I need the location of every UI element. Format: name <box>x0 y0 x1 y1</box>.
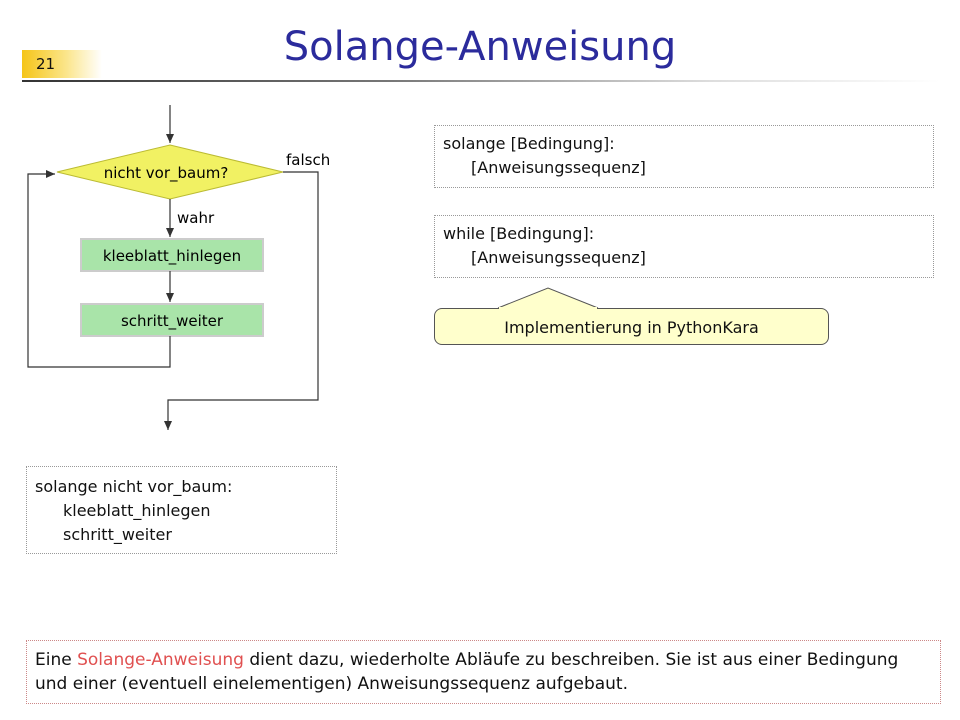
syntax-solange-box: solange [Bedingung]: [Anweisungssequenz] <box>434 125 934 188</box>
description-box: Eine Solange-Anweisung dient dazu, wiede… <box>26 640 941 704</box>
condition-label: nicht vor_baum? <box>104 164 229 183</box>
step2-label: schritt_weiter <box>121 312 224 331</box>
description-before: Eine <box>35 650 78 670</box>
step2-box <box>80 303 264 337</box>
false-label: falsch <box>286 151 330 169</box>
step1-box <box>80 238 264 272</box>
code-line-3: schritt_weiter <box>63 525 172 544</box>
description-highlight: Solange-Anweisung <box>77 650 244 670</box>
code-line-1: solange nicht vor_baum: <box>35 477 233 496</box>
syntax-while-line-2: [Anweisungssequenz] <box>471 248 646 267</box>
slide-number: 21 <box>22 50 102 78</box>
true-label: wahr <box>177 209 215 227</box>
pythonkara-callout: Implementierung in PythonKara <box>434 308 829 345</box>
false-exit-line <box>164 171 319 430</box>
header-rule <box>22 80 940 82</box>
syntax-solange-line-1: solange [Bedingung]: <box>443 134 615 153</box>
code-line-2: kleeblatt_hinlegen <box>63 501 211 520</box>
syntax-solange-line-2: [Anweisungssequenz] <box>471 158 646 177</box>
loop-back-line <box>27 170 171 368</box>
callout-pointer <box>497 287 599 309</box>
syntax-while-line-1: while [Bedingung]: <box>443 224 595 243</box>
syntax-while-box: while [Bedingung]: [Anweisungssequenz] <box>434 215 934 278</box>
step1-label: kleeblatt_hinlegen <box>103 247 241 266</box>
page-title: Solange-Anweisung <box>283 24 677 70</box>
code-example: solange nicht vor_baum: kleeblatt_hinleg… <box>26 466 337 554</box>
description-after: dient dazu, wiederholte Abläufe zu besch… <box>35 650 899 694</box>
callout-joint <box>499 307 597 310</box>
